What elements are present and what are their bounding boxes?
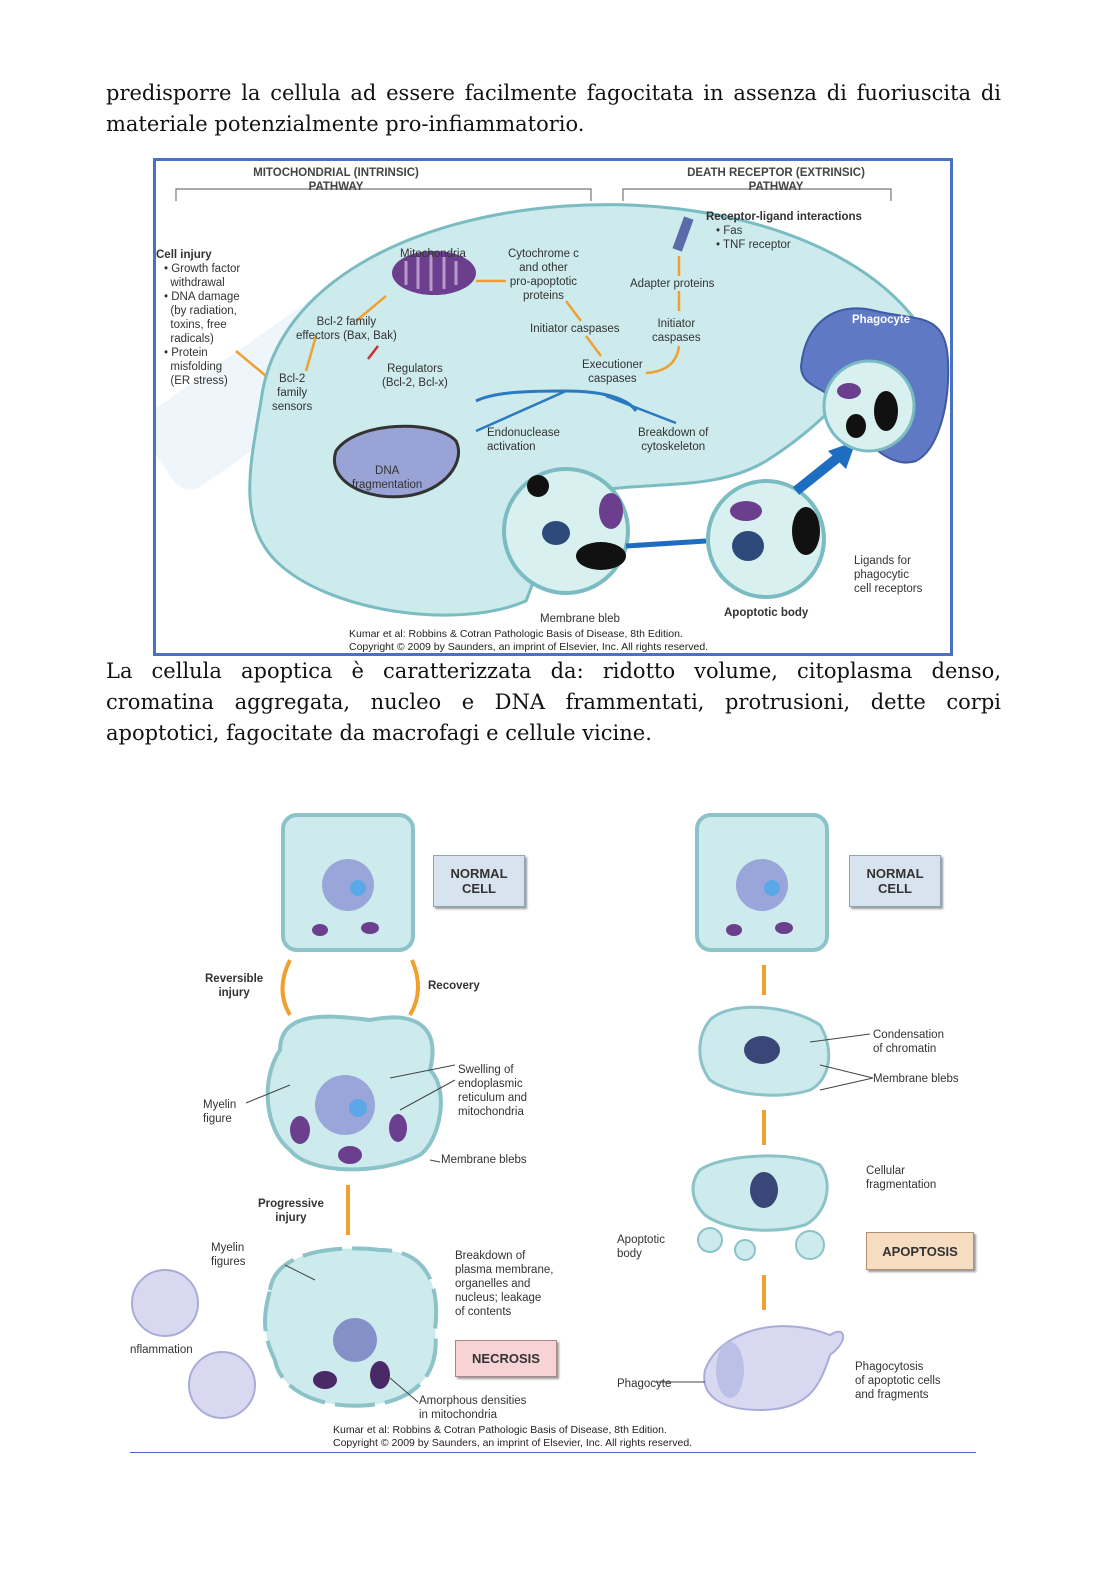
necrotic-cell [263, 1246, 439, 1408]
myelin-figure-label: Myelin figure [203, 1099, 237, 1125]
receptor-ligand-title: Receptor-ligand interactions [706, 211, 862, 223]
apoptosis-pathways-figure: MITOCHONDRIAL (INTRINSIC) PATHWAY DEATH … [153, 158, 953, 656]
normal-cell-right [695, 813, 829, 952]
extrinsic-pathway-header: DEATH RECEPTOR (EXTRINSIC) PATHWAY [687, 167, 865, 193]
orange-arrows [280, 959, 766, 1310]
receptor-ligand-items: • Fas • TNF receptor [716, 225, 791, 251]
cytochrome-label: Cytochrome c and other pro-apoptotic pro… [508, 248, 579, 302]
figure1-caption: Kumar et al: Robbins & Cotran Pathologic… [349, 628, 709, 653]
apoptosis-box: APOPTOSIS [866, 1232, 974, 1270]
fragmentation-label: Cellular fragmentation [866, 1165, 937, 1191]
progressive-injury-label: Progressive injury [258, 1198, 324, 1224]
recovery-label: Recovery [428, 980, 480, 992]
condensation-label: Condensation of chromatin [873, 1029, 944, 1055]
ligands-label: Ligands for phagocytic cell receptors [854, 555, 923, 595]
cell-injury-items: • Growth factor withdrawal • DNA damage … [164, 263, 241, 387]
reversible-injury-label: Reversible injury [205, 973, 264, 999]
orange-arrows [235, 256, 681, 377]
executioner-caspases-label: Executioner caspases [582, 359, 643, 385]
bcl2-sensors-label: Bcl-2 family sensors [272, 373, 313, 413]
paragraph-intro: predisporre la cellula ad essere facilme… [106, 81, 1001, 136]
dna-fragmentation-label: DNA fragmentation [352, 465, 423, 491]
membrane-blebs-left-label: Membrane blebs [441, 1154, 527, 1166]
endonuclease-label: Endonuclease activation [487, 427, 560, 453]
regulators-label: Regulators (Bcl-2, Bcl-x) [382, 363, 448, 389]
big-cell [248, 203, 919, 617]
phagocyte-label: Phagocyte [852, 314, 911, 326]
receptor-icon [672, 216, 694, 252]
membrane-bleb-label: Membrane bleb [540, 613, 620, 625]
intrinsic-pathway-header: MITOCHONDRIAL (INTRINSIC) PATHWAY [253, 167, 419, 193]
membrane-blebs-right-label: Membrane blebs [873, 1073, 959, 1085]
breakdown-label: Breakdown of plasma membrane, organelles… [455, 1250, 554, 1318]
fragmenting-cell [691, 1154, 829, 1261]
phagocyte-label: Phagocyte [617, 1378, 672, 1390]
necrosis-box: NECROSIS [455, 1340, 557, 1377]
phagocyte-cell [703, 1325, 845, 1412]
cell-injury-title: Cell injury [156, 249, 212, 261]
amorphous-densities-label: Amorphous densities in mitochondria [419, 1395, 527, 1421]
swelling-label: Swelling of endoplasmic reticulum and mi… [458, 1064, 528, 1118]
figure2-caption: Kumar et al: Robbins & Cotran Pathologic… [333, 1424, 693, 1449]
initiator-caspases-intrinsic: Initiator caspases [530, 323, 620, 335]
necrosis-vs-apoptosis-figure: NORMAL CELL NORMAL CELL Reversible injur… [130, 810, 976, 1453]
normal-cell-box-left: NORMAL CELL [433, 855, 525, 907]
normal-cell-left [281, 813, 415, 952]
myelin-figures-label: Myelin figures [211, 1242, 246, 1268]
apoptotic-cell-center [502, 467, 630, 595]
bcl2-effectors-label: Bcl-2 family effectors (Bax, Bak) [296, 316, 397, 342]
condensed-cell [698, 1005, 831, 1097]
phagocytosis-label: Phagocytosis of apoptotic cells and frag… [855, 1361, 941, 1401]
apoptotic-body-label: Apoptotic body [617, 1234, 665, 1260]
adapter-proteins-label: Adapter proteins [630, 278, 715, 290]
mitochondria-label: Mitochondria [400, 248, 466, 260]
dna-fragment-nucleus [332, 424, 460, 499]
cell-death-illustration [131, 813, 874, 1419]
swollen-cell [265, 1014, 443, 1172]
initiator-caspases-extrinsic: Initiator caspases [652, 318, 701, 344]
cytoskeleton-label: Breakdown of cytoskeleton [638, 427, 709, 453]
normal-cell-box-right: NORMAL CELL [849, 855, 941, 907]
phagocyte-cell [799, 307, 950, 464]
pathway-illustration [156, 188, 950, 617]
inflammatory-cells [131, 1269, 256, 1419]
apoptotic-body-label: Apoptotic body [724, 607, 809, 619]
paragraph-apoptotic-cell: La cellula apoptica è caratterizzata da:… [106, 659, 1001, 745]
inflammation-label: nflammation [130, 1344, 193, 1356]
apoptotic-body [706, 479, 826, 599]
